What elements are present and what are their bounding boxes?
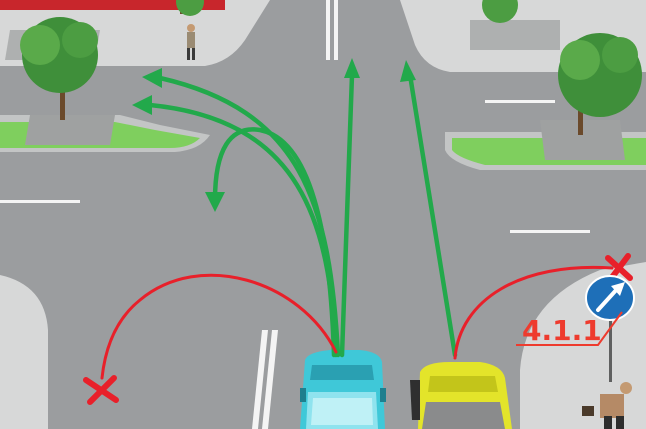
- cross-mark-icon: [83, 375, 119, 405]
- arrowhead-left-upper: [142, 68, 162, 88]
- straight-ahead-sign-icon: [585, 275, 635, 321]
- lane-line-bottom-1: [252, 330, 268, 429]
- allowed-arrows: [147, 72, 458, 358]
- arrow-u-turn: [212, 127, 337, 358]
- lane-line-right-mid: [510, 230, 590, 233]
- pedestrian-bottom-right: [582, 382, 632, 429]
- lane-line-bottom-2: [262, 330, 278, 429]
- building-edge: [0, 0, 225, 10]
- arrow-straight-right-lane: [407, 72, 458, 358]
- planter-top-right: [470, 20, 560, 50]
- sign-label: 4.1.1: [522, 314, 602, 347]
- sign-label-bracket: [516, 311, 623, 346]
- sign-pole: [609, 312, 612, 382]
- arrowhead-u-turn: [205, 192, 225, 212]
- lane-line-right-top: [485, 100, 555, 103]
- arrowhead-straight-left: [344, 58, 360, 78]
- sidewalk-bottom-left: [0, 275, 48, 429]
- tree-planter-left: [25, 115, 115, 145]
- tree-top-center-right: [482, 0, 518, 23]
- car-cyan: [300, 350, 386, 429]
- lane-line-top-1: [326, 0, 330, 60]
- lane-line-left: [0, 200, 80, 203]
- pedestrian-top: [187, 24, 195, 60]
- arrow-straight-left-lane: [339, 72, 355, 358]
- tree-planter-right: [540, 120, 625, 160]
- forbidden-arrows: [100, 265, 614, 380]
- forbidden-left-turn: [100, 273, 338, 380]
- tree-top-center-left: [176, 0, 204, 16]
- arrowhead-straight-right: [400, 60, 416, 82]
- tree-top-left: [20, 17, 98, 120]
- arrowhead-left-lower: [132, 95, 152, 115]
- car-yellow: [410, 362, 512, 429]
- forbidden-right-turn: [453, 265, 614, 360]
- tree-top-right: [558, 33, 642, 135]
- lane-line-top-2: [334, 0, 338, 60]
